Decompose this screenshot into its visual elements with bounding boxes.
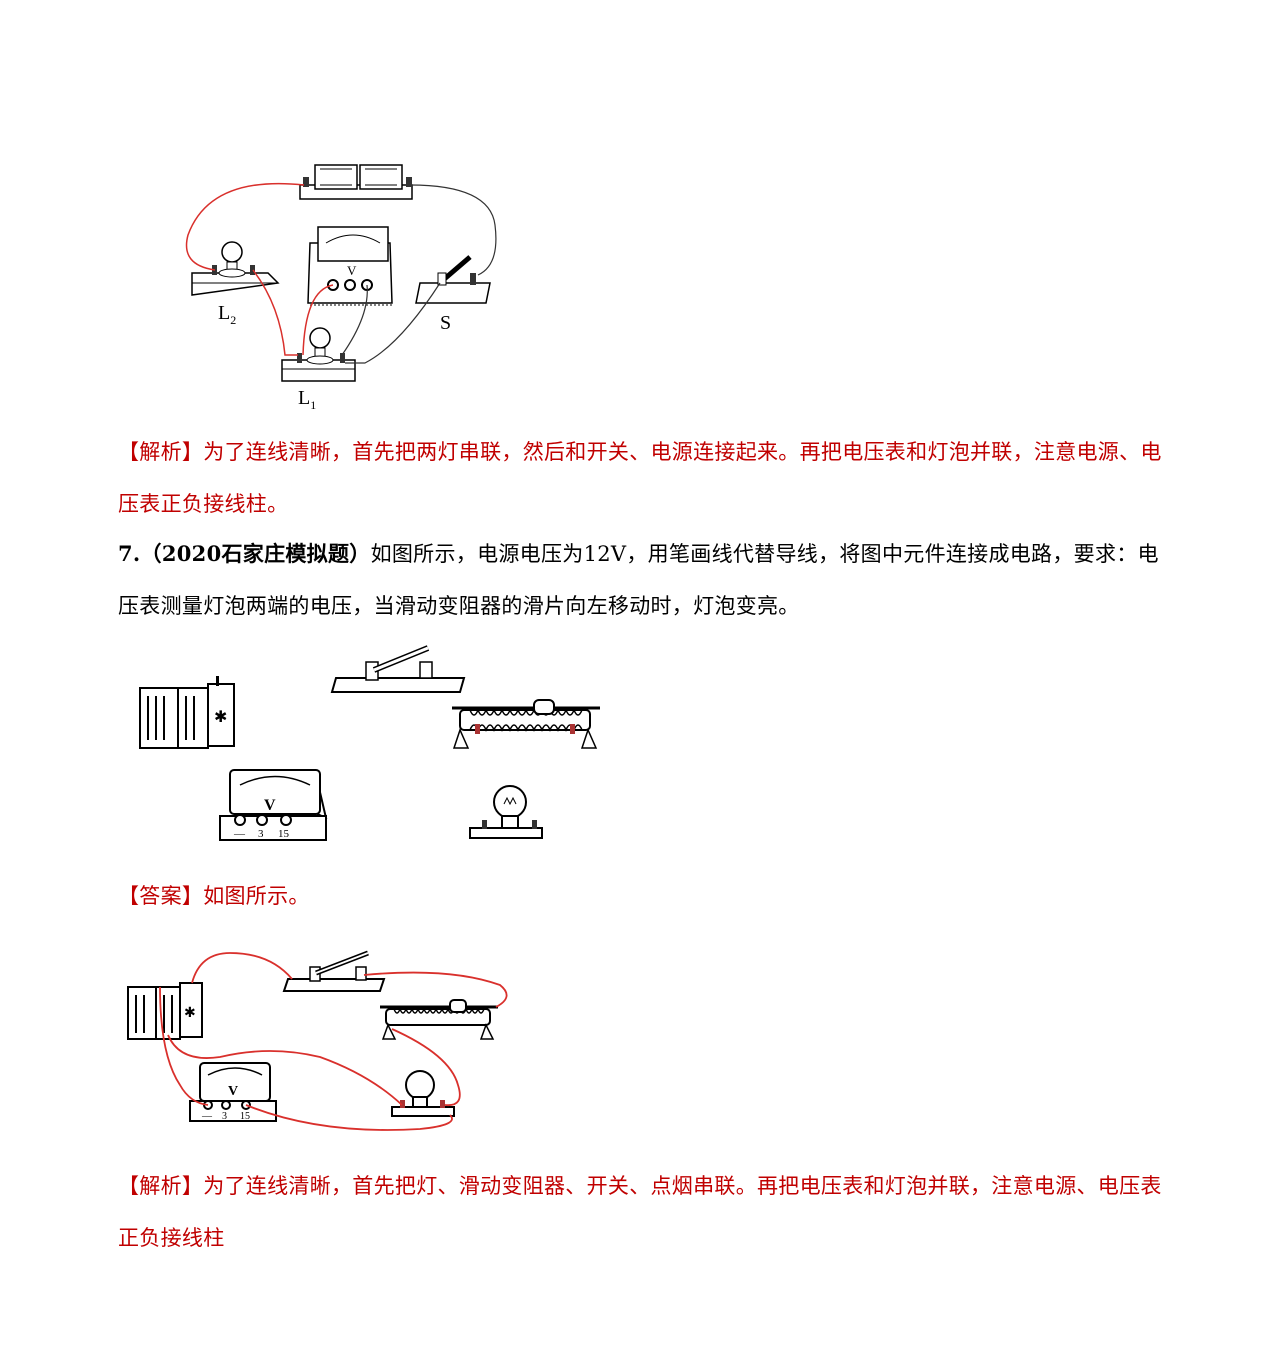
bulb-l1 xyxy=(281,327,356,382)
switch-s xyxy=(415,255,491,304)
bulb-answer xyxy=(391,1070,455,1117)
analysis-7-text: 为了连线清晰，首先把灯、滑动变阻器、开关、点烟串联。再把电压表和灯泡并联，注意电… xyxy=(118,1174,1162,1250)
circuit-figure-3: ✱ V — 3 15 xyxy=(127,950,508,1131)
svg-text:✱: ✱ xyxy=(214,709,227,726)
svg-text:3: 3 xyxy=(222,1111,227,1122)
rheostat-answer xyxy=(380,999,498,1040)
label-l2: L2 xyxy=(218,302,237,327)
answer-7: 【答案】如图所示。 xyxy=(118,870,1178,922)
svg-text:15: 15 xyxy=(240,1111,250,1122)
circuit-figure-1: V xyxy=(185,164,497,382)
battery-box xyxy=(299,164,413,200)
battery: ✱ xyxy=(139,676,235,749)
analysis-7: 【解析】为了连线清晰，首先把灯、滑动变阻器、开关、点烟串联。再把电压表和灯泡并联… xyxy=(118,1160,1178,1264)
answer-7-tag: 【答案】 xyxy=(118,884,204,908)
bulb xyxy=(469,785,543,839)
battery-answer: ✱ xyxy=(127,982,203,1040)
question-7-number: 7. xyxy=(118,541,141,566)
svg-text:✱: ✱ xyxy=(184,1006,196,1021)
switch xyxy=(330,645,466,693)
svg-text:V: V xyxy=(264,797,276,814)
question-7: 7.（2020石家庄模拟题）如图所示，电源电压为12V，用笔画线代替导线，将图中… xyxy=(118,528,1178,632)
answer-7-text: 如图所示。 xyxy=(203,884,310,908)
switch-answer xyxy=(282,950,386,992)
svg-text:—: — xyxy=(201,1111,213,1122)
svg-text:15: 15 xyxy=(278,828,290,840)
voltmeter-answer: V — 3 15 xyxy=(189,1062,277,1122)
label-l1: L1 xyxy=(298,387,317,412)
analysis-1-text: 为了连线清晰，首先把两灯串联，然后和开关、电源连接起来。再把电压表和灯泡并联，注… xyxy=(118,440,1162,516)
svg-text:V: V xyxy=(228,1084,238,1099)
question-7-text: 如图所示，电源电压为12V，用笔画线代替导线，将图中元件连接成电路，要求：电压表… xyxy=(118,542,1159,618)
analysis-1-tag: 【解析】 xyxy=(118,440,204,464)
svg-text:V: V xyxy=(347,263,357,278)
analysis-7-tag: 【解析】 xyxy=(118,1174,204,1198)
analysis-1: 【解析】为了连线清晰，首先把两灯串联，然后和开关、电源连接起来。再把电压表和灯泡… xyxy=(118,426,1178,530)
svg-text:—: — xyxy=(233,828,246,840)
circuit-figure-2: ✱ V — 3 15 xyxy=(139,645,600,841)
question-7-source: （2020石家庄模拟题） xyxy=(140,541,371,566)
voltmeter: V — 3 15 xyxy=(219,769,328,841)
label-s: S xyxy=(440,312,452,334)
svg-text:3: 3 xyxy=(258,828,264,840)
voltmeter-1: V xyxy=(307,226,393,306)
rheostat xyxy=(452,699,600,749)
bulb-l2 xyxy=(191,241,280,296)
